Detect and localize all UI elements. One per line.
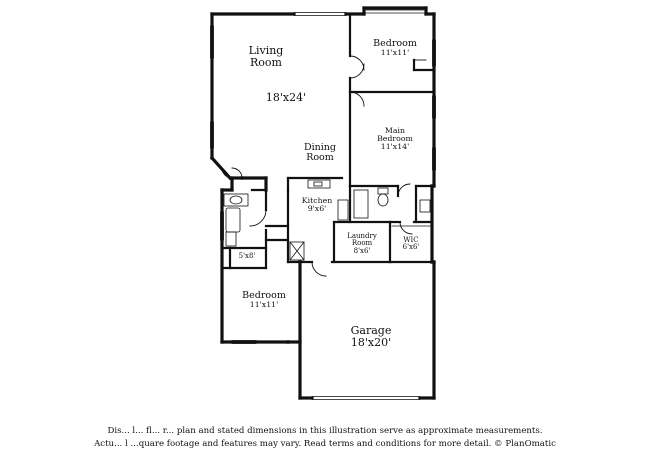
kitchen-dims: 9'x6' [307, 204, 327, 214]
closet-dims: 5'x8' [238, 252, 256, 260]
bedroom-bottom-name: Bedroom [242, 290, 286, 301]
main-bedroom-label: Main Bedroom 11'x14' [362, 126, 428, 152]
garage-dims: 18'x20' [350, 335, 392, 349]
windows [210, 9, 436, 400]
laundry-name-2: Room [351, 239, 373, 248]
wic-label: WIC 6'x6' [392, 236, 430, 252]
fixtures [223, 179, 431, 261]
main-bedroom-dims: 11'x14' [380, 142, 410, 152]
bedroom-bottom-dims: 11'x11' [249, 299, 279, 309]
laundry-dims: 8'x6' [353, 246, 371, 255]
dining-room-name-2: Room [306, 151, 334, 163]
dining-room-name-1: Dining [303, 142, 336, 153]
living-room-name-2: Room [250, 55, 282, 69]
wic-name: WIC [403, 236, 419, 244]
bedroom-top-dims: 11'x11' [380, 47, 410, 57]
laundry-name-1: Laundry [347, 232, 377, 240]
garage-name: Garage [350, 324, 392, 337]
bedroom-top-label: Bedroom 11'x11' [360, 39, 430, 57]
wic-dims: 6'x6' [402, 243, 420, 252]
interior-walls [220, 12, 436, 270]
main-bedroom-name-1: Main [384, 126, 406, 135]
dining-room-label: Dining Room [292, 143, 348, 163]
kitchen-name: Kitchen [301, 196, 333, 205]
doors [221, 55, 427, 277]
disclaimer-line-2: Actu... l ...quare footage and features … [94, 439, 556, 449]
kitchen-label: Kitchen 9'x6' [292, 196, 342, 214]
laundry-label: Laundry Room 8'x6' [336, 232, 388, 255]
outer-walls [209, 6, 436, 400]
garage-label: Garage 18'x20' [336, 325, 406, 348]
living-room-dims: 18'x24' [265, 91, 307, 104]
disclaimer: Dis... l... fl... r... plan and stated d… [0, 425, 650, 451]
main-bedroom-name-2: Bedroom [377, 134, 413, 144]
bedroom-bottom-label: Bedroom 11'x11' [232, 291, 296, 309]
bedroom-top-name: Bedroom [373, 38, 417, 49]
living-room-label: Living Room [238, 45, 294, 68]
living-room-name-1: Living [248, 44, 284, 57]
disclaimer-line-1: Dis... l... fl... r... plan and stated d… [107, 426, 543, 436]
